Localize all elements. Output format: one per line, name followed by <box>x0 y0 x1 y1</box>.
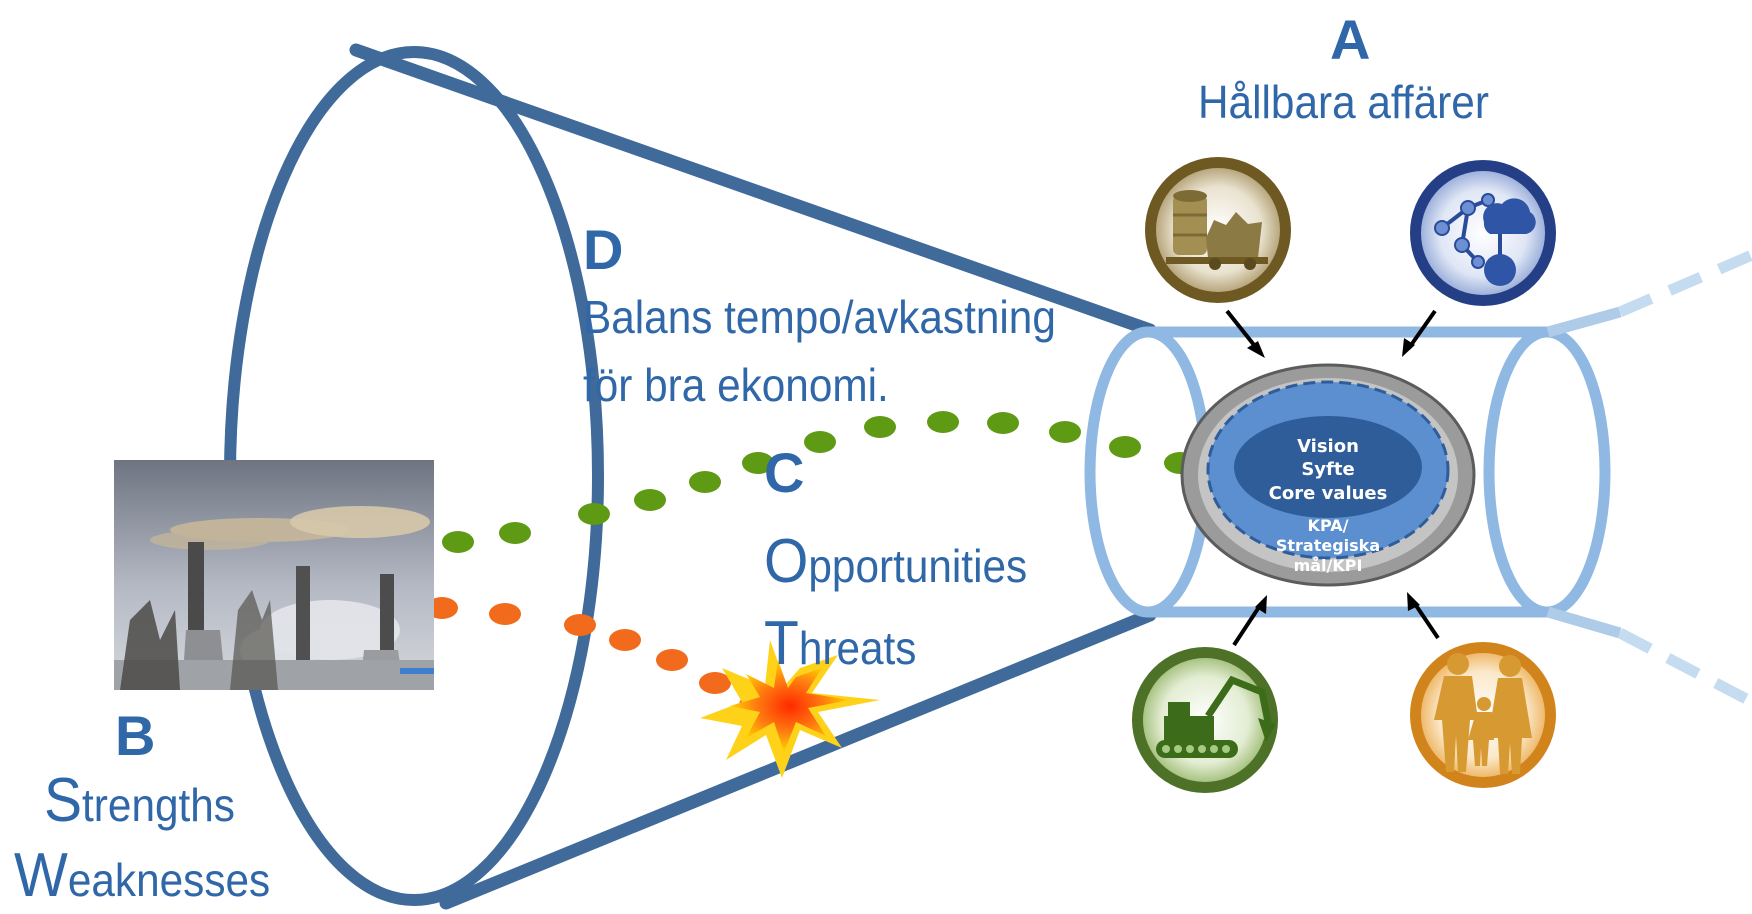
label-b-line1-rest: trengths <box>82 779 235 831</box>
arrows <box>1225 309 1440 647</box>
cylinder-right-ring <box>1483 326 1611 618</box>
factory-chimneys-photo <box>114 460 434 690</box>
core-vision: Vision <box>1297 436 1359 457</box>
funnel-top-edge <box>349 43 1157 337</box>
core-values: Core values <box>1268 482 1388 504</box>
extension-bottom-dashes <box>1617 628 1752 707</box>
label-b-line2: Weaknesses <box>14 840 270 911</box>
label-c-line1-initial: O <box>764 527 809 596</box>
label-c-line2: Threats <box>764 608 916 679</box>
extension-top-dashes <box>1617 249 1752 318</box>
label-c-line2-initial: T <box>764 609 799 678</box>
label-d-line2: för bra ekonomi. <box>583 359 889 411</box>
opportunity-dots <box>442 411 1196 553</box>
label-b-line1-initial: S <box>44 766 83 835</box>
cylinder <box>1084 249 1752 707</box>
explosion-icon <box>700 640 880 778</box>
core-syfte: Syfte <box>1301 459 1355 481</box>
label-b-line2-rest: eaknesses <box>67 854 271 906</box>
resources-icon <box>1145 157 1291 303</box>
core-mal-kpi: mål/KPI <box>1293 556 1363 575</box>
label-c-line1-rest: pportunities <box>808 540 1028 592</box>
extension-bottom-line <box>1546 606 1622 639</box>
extension-top-line <box>1546 306 1622 338</box>
label-c-line1: Opportunities <box>764 526 1027 597</box>
core-strategiska: Strategiska <box>1275 536 1381 555</box>
label-d-line1: Balans tempo/avkastning <box>583 291 1056 343</box>
core-inner-text: Vision Syfte Core values <box>1248 435 1408 505</box>
core-kpa: KPA/ <box>1307 516 1349 535</box>
excavator-icon <box>1132 647 1278 793</box>
core-ellipse <box>1180 363 1476 587</box>
molecule-cloud-icon <box>1410 160 1556 306</box>
label-c-letter: C <box>764 441 805 504</box>
label-a-text: Hållbara affärer <box>1198 76 1489 128</box>
family-icon <box>1410 642 1556 788</box>
label-b-letter: B <box>115 704 156 767</box>
label-d-letter: D <box>583 218 624 281</box>
label-b-line1: Strengths <box>44 765 235 836</box>
label-b-line2-initial: W <box>14 841 68 910</box>
funnel-bottom-edge <box>439 608 1157 910</box>
core-outer-text: KPA/ Strategiska mål/KPI <box>1248 516 1408 576</box>
label-a-letter: A <box>1330 8 1371 71</box>
threat-dots <box>426 597 771 716</box>
label-c-line2-rest: hreats <box>798 622 917 674</box>
